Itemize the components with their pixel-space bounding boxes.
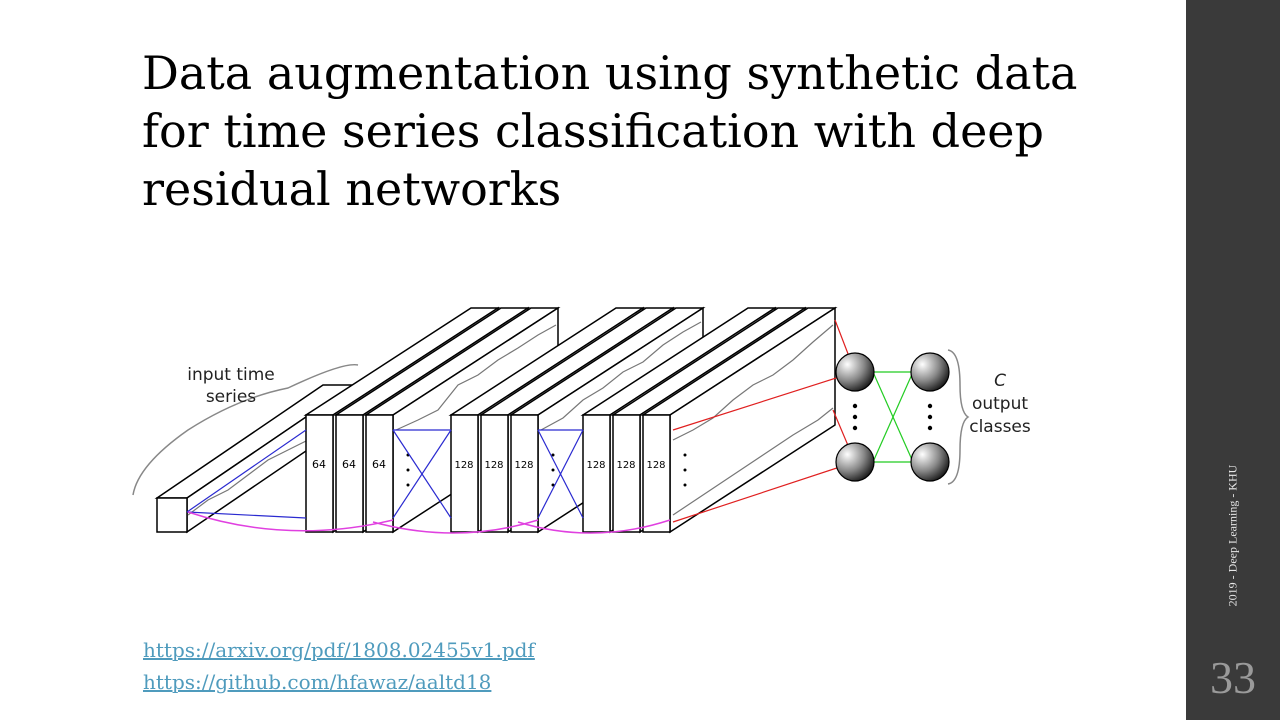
block3-layers xyxy=(580,306,838,534)
input-label-line1: input time xyxy=(187,365,275,385)
github-link[interactable]: https://github.com/hfawaz/aaltd18 xyxy=(143,670,492,694)
filter-label-6: 128 xyxy=(514,460,533,471)
output-node-bottom xyxy=(910,442,950,482)
layer-ellipsis xyxy=(406,453,687,487)
filter-label-2: 64 xyxy=(342,458,356,471)
filter-label-8: 128 xyxy=(616,460,635,471)
page-number: 33 xyxy=(1210,652,1256,703)
input-label-line2: series xyxy=(206,387,256,407)
filter-label-5: 128 xyxy=(484,460,503,471)
node-ellipsis xyxy=(852,403,933,431)
output-brace xyxy=(947,349,970,485)
filter-label-3: 64 xyxy=(372,458,386,471)
slide-title: Data augmentation using synthetic data f… xyxy=(142,46,1078,216)
footer-text-container: 2019 - Deep Learning - KHU xyxy=(1186,440,1280,630)
filter-label-1: 64 xyxy=(312,458,326,471)
output-links xyxy=(872,371,914,463)
conv-links xyxy=(186,429,584,519)
block1-layers xyxy=(303,306,561,534)
filter-label-4: 128 xyxy=(454,460,473,471)
reference-links: https://arxiv.org/pdf/1808.02455v1.pdf h… xyxy=(143,634,535,698)
input-brace xyxy=(132,363,359,496)
residual-links xyxy=(187,511,671,534)
output-label-c: C xyxy=(994,371,1006,391)
resnet-architecture-diagram: input time series 64 64 64 xyxy=(128,290,1048,550)
sidebar xyxy=(1186,0,1280,720)
hidden-node-top xyxy=(835,352,875,392)
filter-label-7: 128 xyxy=(586,460,605,471)
footer-text: 2019 - Deep Learning - KHU xyxy=(1225,464,1240,606)
output-label-line2: classes xyxy=(969,417,1031,437)
filter-label-9: 128 xyxy=(646,460,665,471)
output-node-top xyxy=(910,352,950,392)
hidden-node-bottom xyxy=(835,442,875,482)
arxiv-link[interactable]: https://arxiv.org/pdf/1808.02455v1.pdf xyxy=(143,638,535,662)
output-label-line1: output xyxy=(972,394,1028,414)
